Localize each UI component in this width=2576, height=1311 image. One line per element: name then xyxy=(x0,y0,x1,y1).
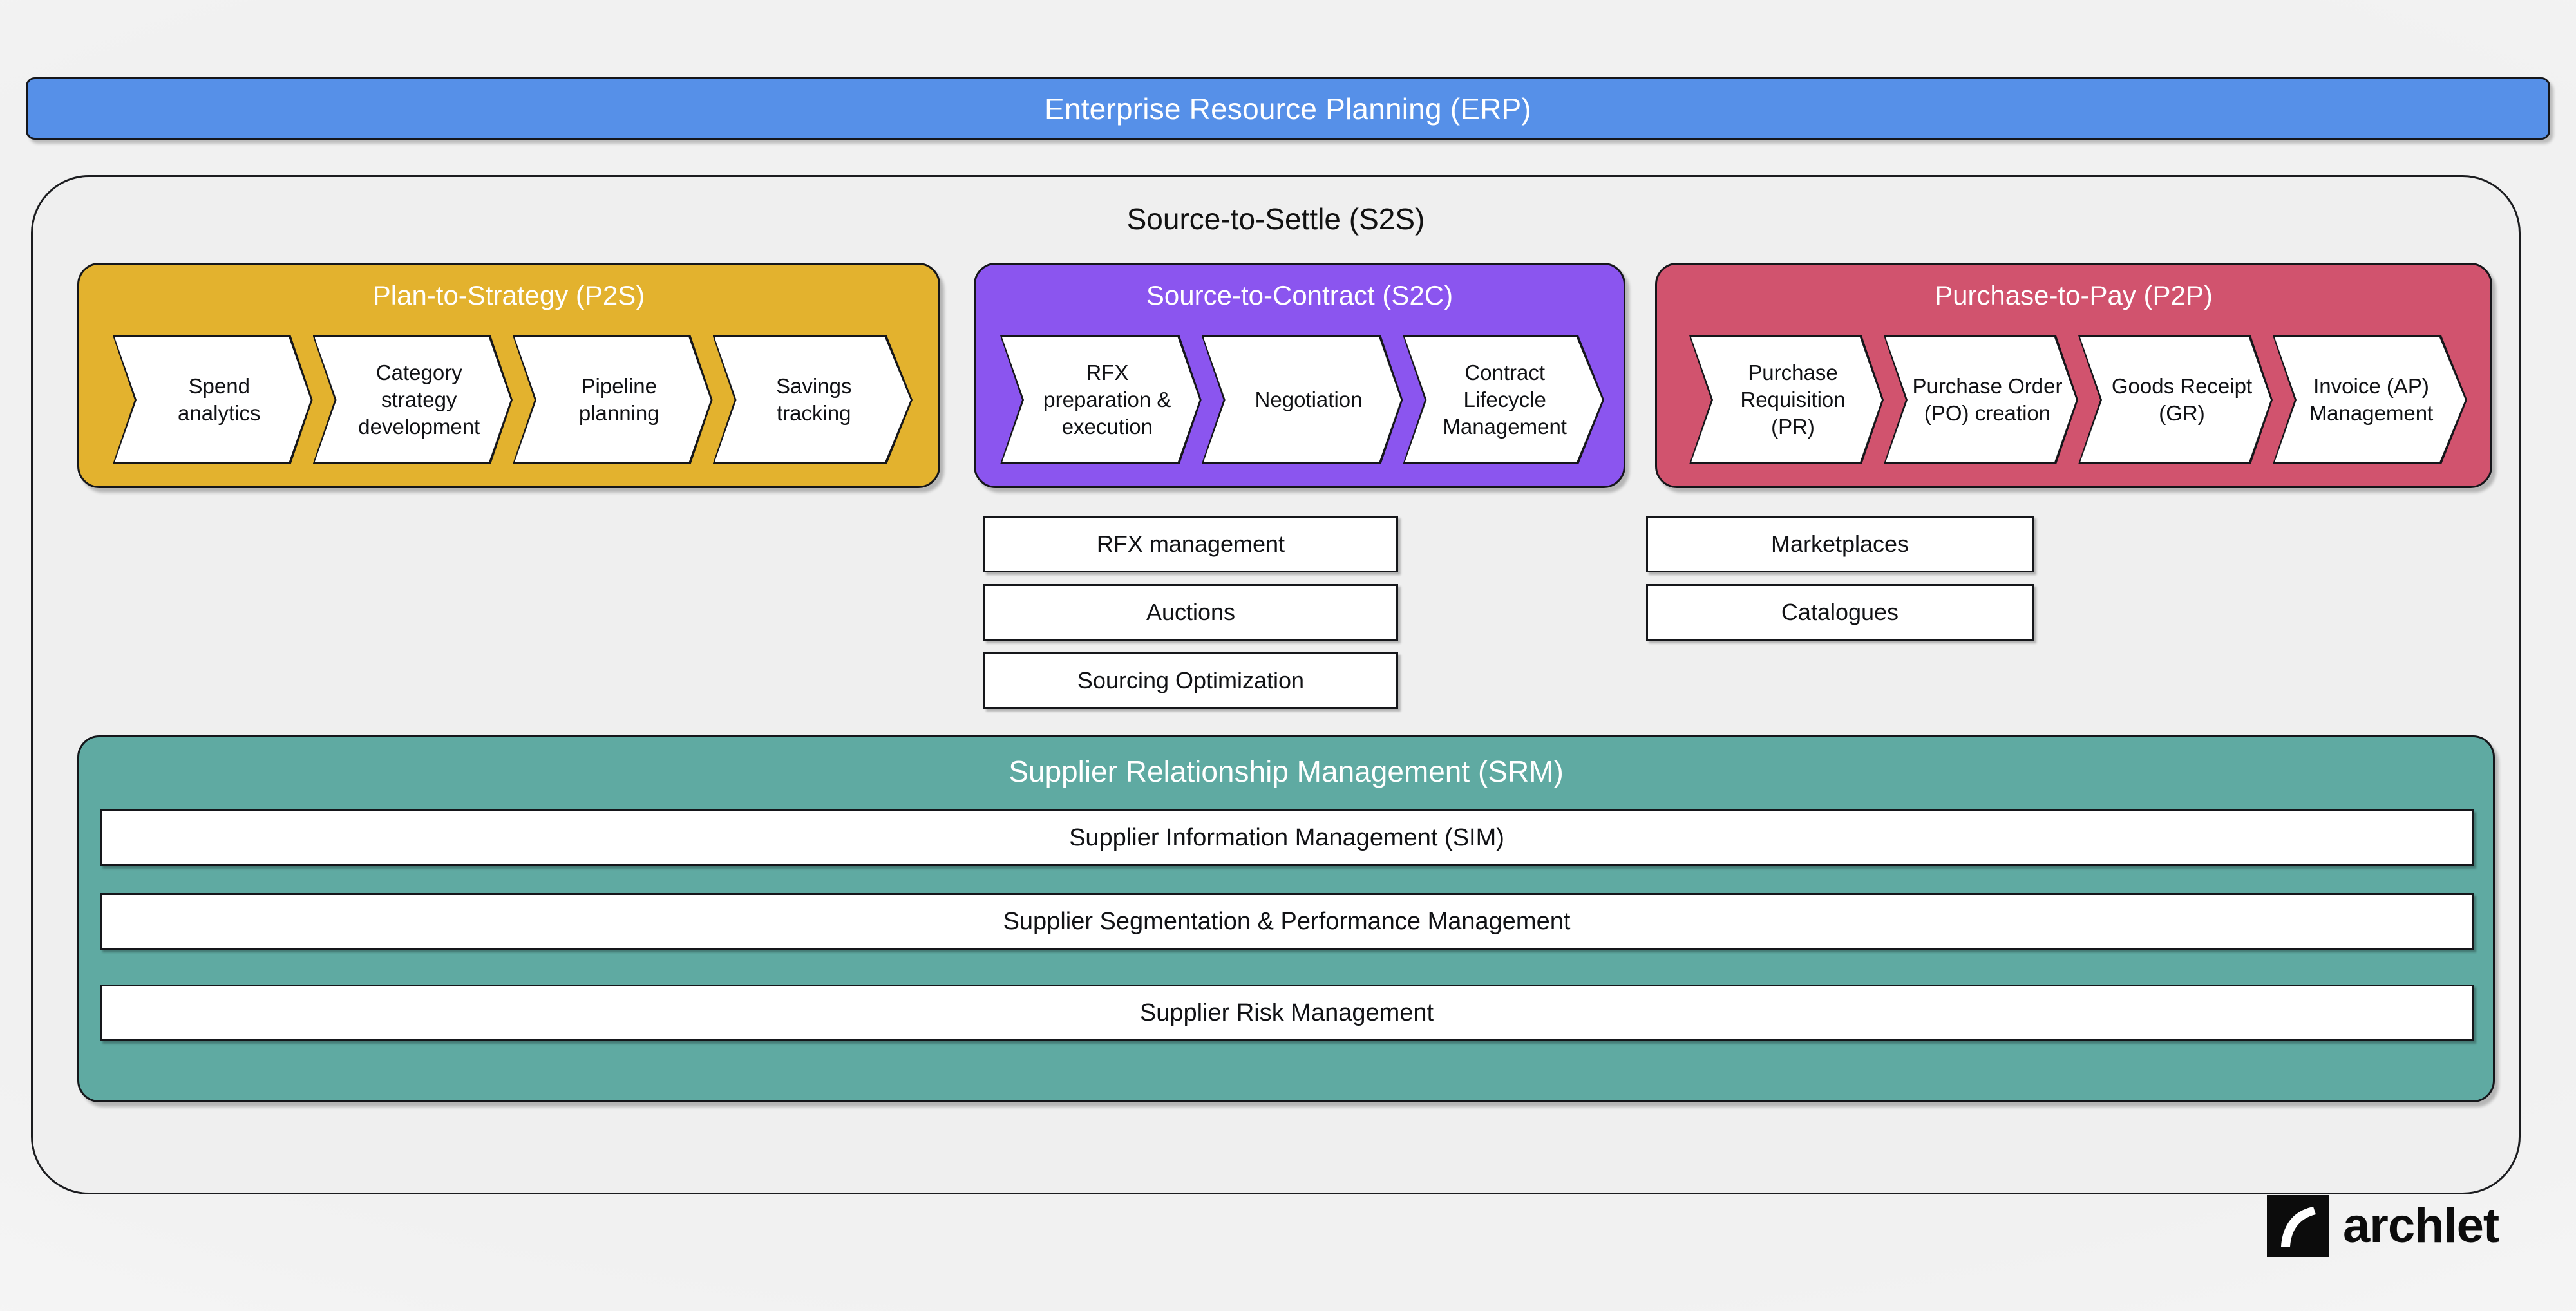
s2s-title: Source-to-Settle (S2S) xyxy=(1126,202,1425,236)
chevron-fill xyxy=(2275,337,2465,462)
group-p2p: Purchase-to-Pay (P2P) Purchase Requisiti… xyxy=(1655,263,2492,488)
step-chevron[interactable]: Purchase Order (PO) creation xyxy=(1884,335,2078,464)
srm-row-supplier-segmentation-performance[interactable]: Supplier Segmentation & Performance Mana… xyxy=(100,893,2474,950)
group-p2p-steps: Purchase Requisition (PR) Purchase Order… xyxy=(1689,335,2467,464)
step-label: RFX preparation & execution xyxy=(1043,360,1171,439)
erp-banner: Enterprise Resource Planning (ERP) xyxy=(26,77,2550,140)
erp-title: Enterprise Resource Planning (ERP) xyxy=(1045,91,1531,126)
step-chevron[interactable]: Goods Receipt (GR) xyxy=(2078,335,2273,464)
chevron-fill xyxy=(1691,337,1882,462)
chevron-fill xyxy=(1886,337,2076,462)
s2c-subbox-rfx-management[interactable]: RFX management xyxy=(983,516,1398,572)
step-label: Invoice (AP) Management xyxy=(2309,373,2434,425)
s2c-subbox-auctions[interactable]: Auctions xyxy=(983,584,1398,641)
chevron-fill xyxy=(1405,337,1602,462)
step-label: Negotiation xyxy=(1255,387,1363,411)
step-chevron[interactable]: Category strategy development xyxy=(313,335,513,464)
p2p-subbox-catalogues[interactable]: Catalogues xyxy=(1646,584,2034,641)
step-label: Spend analytics xyxy=(178,373,261,425)
archlet-logo: archlet xyxy=(2267,1195,2499,1257)
step-chevron[interactable]: Pipeline planning xyxy=(513,335,713,464)
group-p2p-title: Purchase-to-Pay (P2P) xyxy=(1935,280,2213,310)
p2p-subbox-marketplaces[interactable]: Marketplaces xyxy=(1646,516,2034,572)
group-srm-title: Supplier Relationship Management (SRM) xyxy=(1009,755,1564,788)
step-chevron[interactable]: Contract Lifecycle Management xyxy=(1403,335,1604,464)
archlet-arc-icon xyxy=(2267,1195,2329,1257)
step-label: Savings tracking xyxy=(776,373,852,425)
step-chevron[interactable]: Purchase Requisition (PR) xyxy=(1689,335,1884,464)
chevron-fill xyxy=(315,337,511,462)
step-label: Purchase Order (PO) creation xyxy=(1912,373,2063,425)
step-chevron[interactable]: Spend analytics xyxy=(113,335,313,464)
step-label: Pipeline planning xyxy=(578,373,659,425)
group-p2s: Plan-to-Strategy (P2S) Spend analytics C… xyxy=(77,263,940,488)
group-srm: Supplier Relationship Management (SRM) S… xyxy=(77,735,2495,1102)
step-chevron[interactable]: Invoice (AP) Management xyxy=(2273,335,2467,464)
archlet-wordmark: archlet xyxy=(2343,1198,2499,1253)
chevron-fill xyxy=(715,337,911,462)
chevron-fill xyxy=(1204,337,1401,462)
chevron-fill xyxy=(2080,337,2271,462)
srm-row-supplier-information-management[interactable]: Supplier Information Management (SIM) xyxy=(100,809,2474,866)
step-label: Category strategy development xyxy=(358,360,480,439)
group-s2c-title: Source-to-Contract (S2C) xyxy=(1146,280,1454,310)
step-chevron[interactable]: RFX preparation & execution xyxy=(1000,335,1202,464)
step-chevron[interactable]: Savings tracking xyxy=(713,335,913,464)
step-label: Goods Receipt (GR) xyxy=(2111,373,2253,425)
chevron-fill xyxy=(115,337,311,462)
step-label: Purchase Requisition (PR) xyxy=(1740,360,1846,439)
chevron-fill xyxy=(515,337,711,462)
group-s2c: Source-to-Contract (S2C) RFX preparation… xyxy=(974,263,1625,488)
group-s2c-steps: RFX preparation & execution Negotiation … xyxy=(1000,335,1604,464)
chevron-fill xyxy=(1002,337,1200,462)
step-chevron[interactable]: Negotiation xyxy=(1202,335,1403,464)
s2c-subbox-sourcing-optimization[interactable]: Sourcing Optimization xyxy=(983,652,1398,709)
step-label: Contract Lifecycle Management xyxy=(1443,360,1567,439)
group-p2s-title: Plan-to-Strategy (P2S) xyxy=(372,280,645,310)
srm-row-supplier-risk-management[interactable]: Supplier Risk Management xyxy=(100,985,2474,1041)
group-p2s-steps: Spend analytics Category strategy develo… xyxy=(113,335,913,464)
